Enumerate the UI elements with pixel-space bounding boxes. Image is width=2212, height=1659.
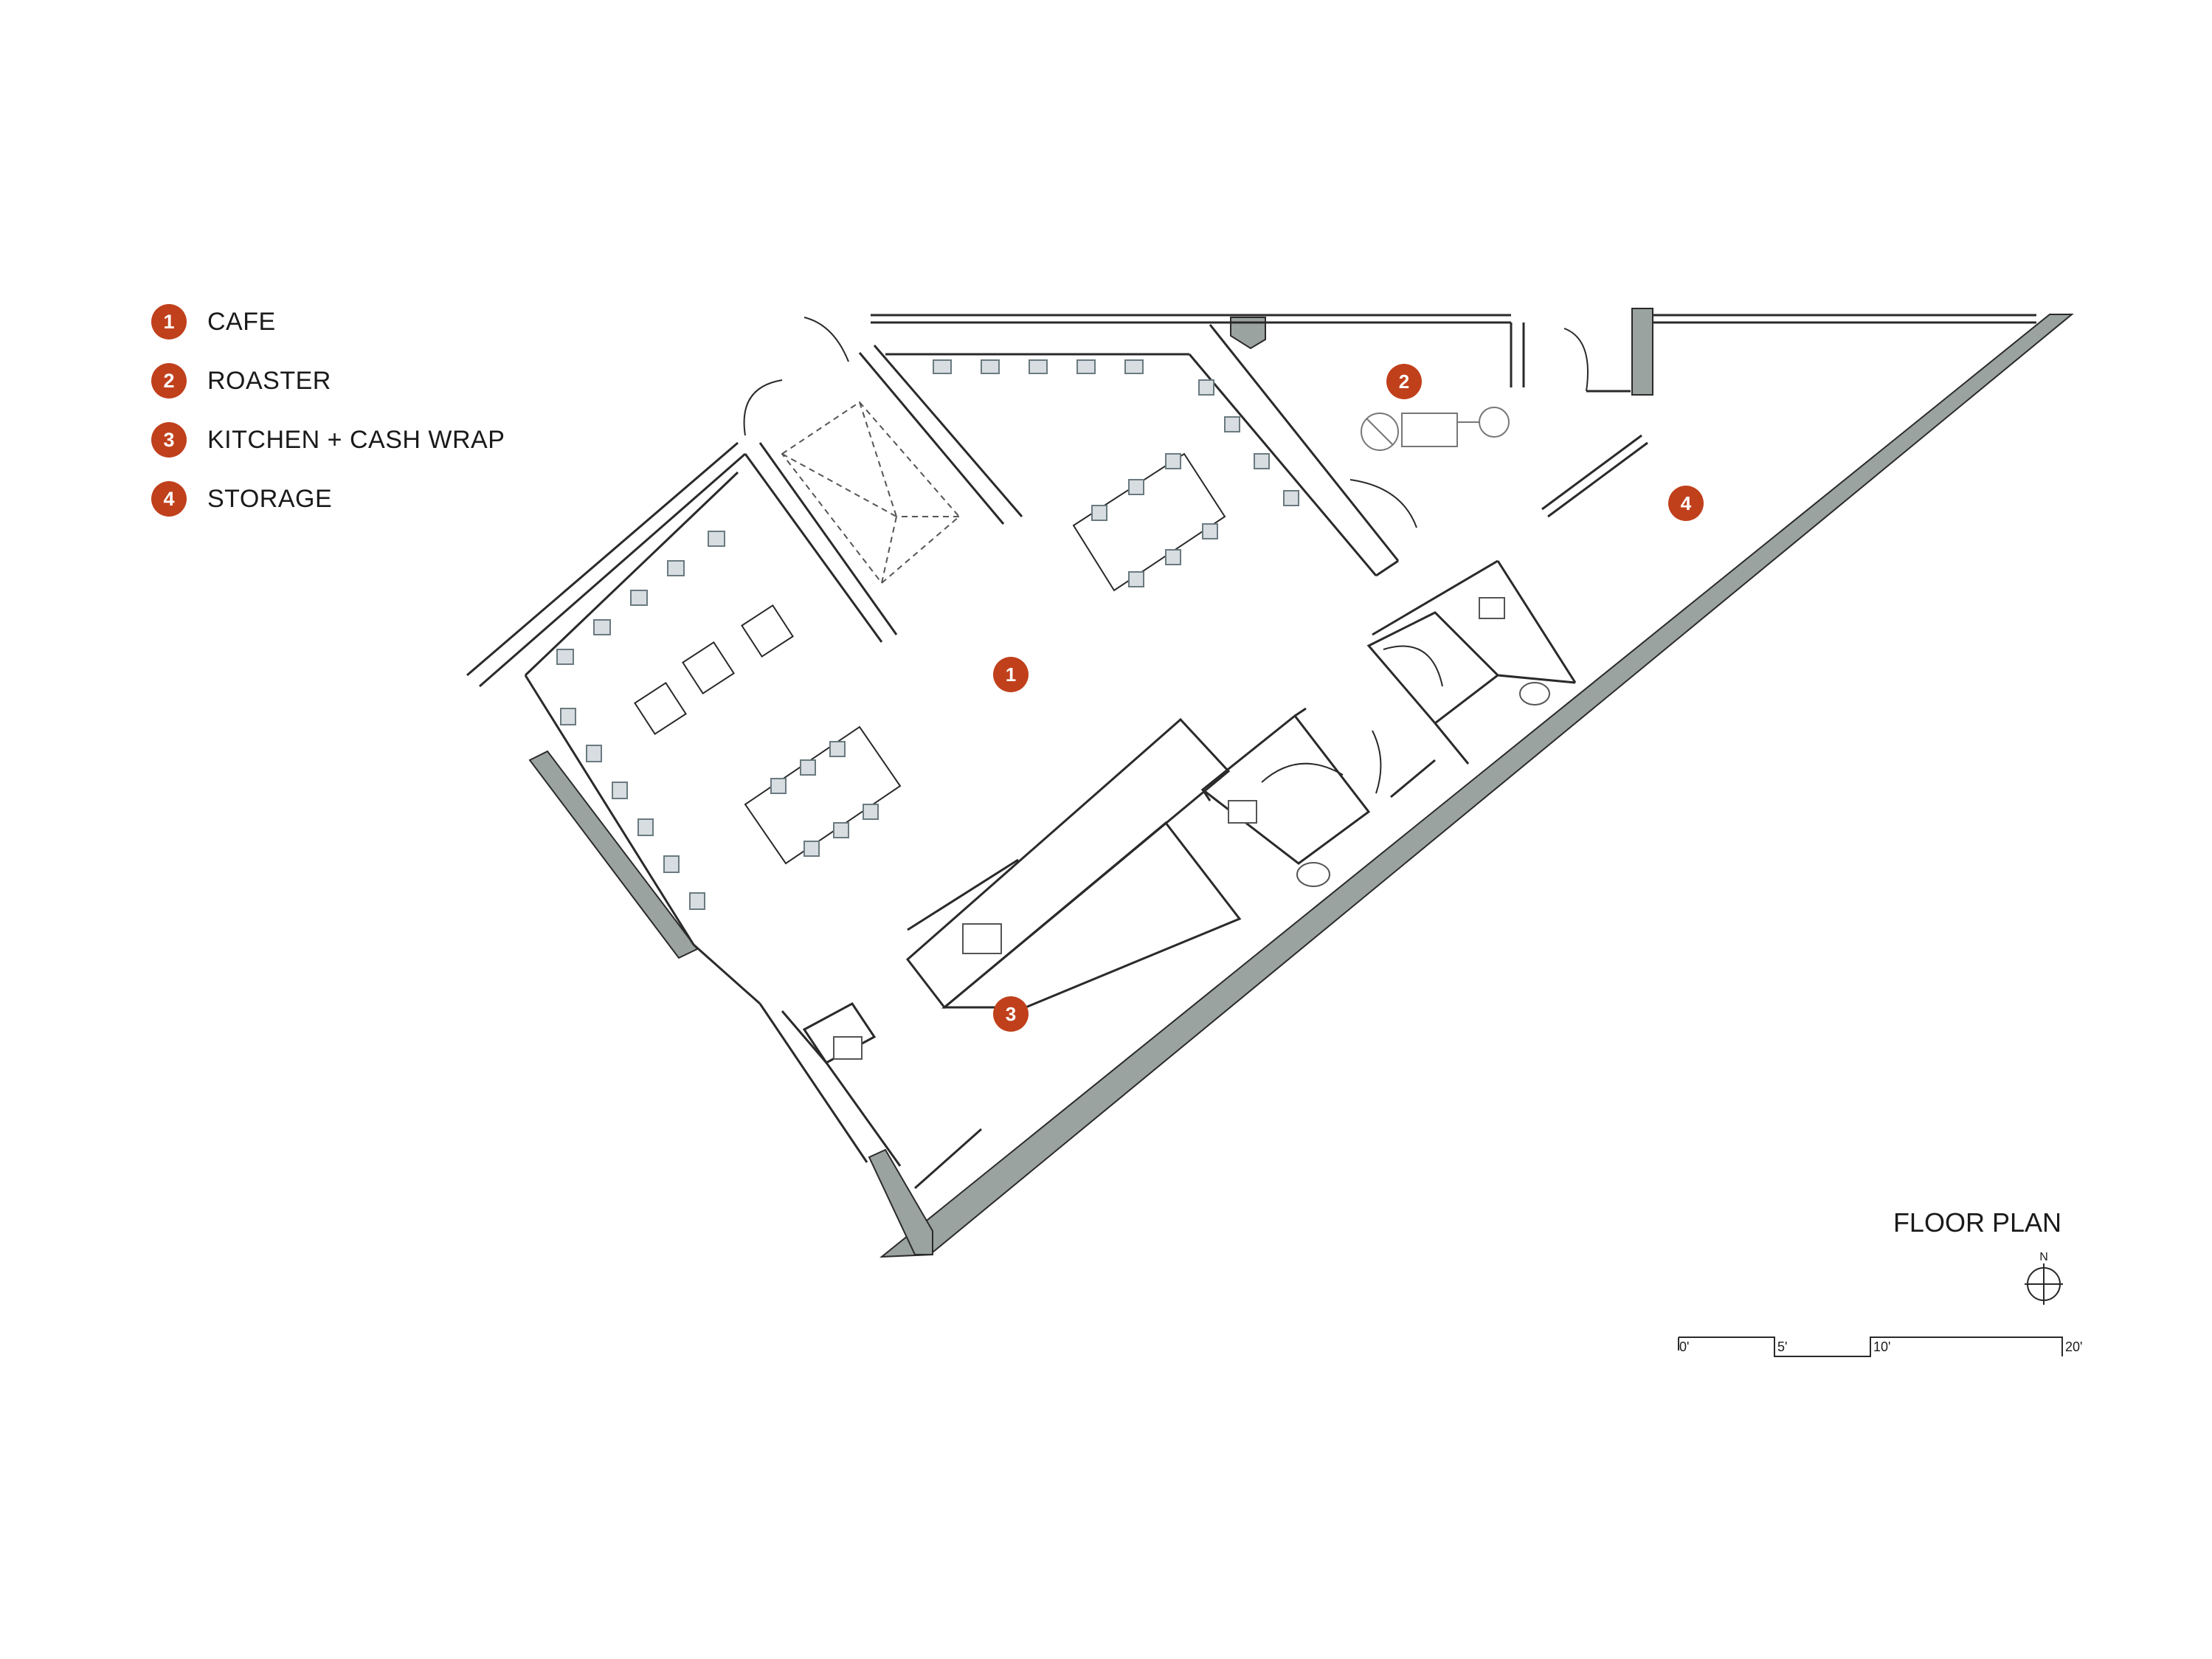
room-markers: 1 2 3 4 <box>993 364 1704 1032</box>
room-marker-label: 3 <box>1006 1003 1016 1025</box>
scale-bar <box>1678 1336 2063 1357</box>
plumbing-fixtures <box>833 597 1550 1060</box>
legend-item-cafe: 1 CAFE <box>151 304 505 339</box>
cafe-table <box>634 682 687 735</box>
north-label: N <box>2039 1251 2048 1263</box>
hand-sink-fixture <box>833 1036 863 1060</box>
toilet-fixture <box>1519 682 1550 706</box>
furniture-chairs <box>556 359 1299 910</box>
north-pier <box>1230 317 1266 350</box>
exterior-walls <box>528 308 2074 1258</box>
cafe-table <box>741 604 794 658</box>
legend-label: STORAGE <box>207 484 333 513</box>
interior-walls <box>466 314 2036 1190</box>
prep-sink-fixture <box>962 923 1002 954</box>
scale-label-0: 0' <box>1679 1339 1690 1354</box>
sink-fixture <box>1228 800 1257 824</box>
cafe-table <box>682 641 735 694</box>
communal-table-south <box>744 725 902 865</box>
legend-badge: 4 <box>151 481 187 517</box>
roaster-hopper <box>1479 407 1510 438</box>
north-arrow-icon: N <box>2025 1251 2063 1305</box>
communal-table-north <box>1072 452 1226 592</box>
legend-badge: 2 <box>151 363 187 399</box>
legend-badge: 1 <box>151 304 187 339</box>
plan-title: FLOOR PLAN <box>1893 1207 2061 1238</box>
room-marker-roaster: 2 <box>1386 364 1422 399</box>
room-marker-label: 2 <box>1399 370 1409 393</box>
room-marker-kitchen: 3 <box>993 996 1029 1032</box>
scale-label-5: 5' <box>1777 1339 1788 1354</box>
door-swings <box>743 317 1589 794</box>
roaster-equipment <box>1361 407 1510 451</box>
legend-item-storage: 4 STORAGE <box>151 481 505 517</box>
sink-fixture <box>1479 597 1505 619</box>
legend-label: CAFE <box>207 307 276 336</box>
skylight <box>781 401 961 584</box>
roaster-cooling-tray <box>1361 413 1399 451</box>
roaster-drum <box>1401 413 1458 447</box>
legend-badge: 3 <box>151 422 187 458</box>
legend-item-kitchen: 3 KITCHEN + CASH WRAP <box>151 422 505 458</box>
storage-pier <box>1631 308 1653 396</box>
south-corner-wall <box>868 1148 933 1255</box>
room-marker-label: 1 <box>1006 663 1016 686</box>
south-diagonal-wall <box>879 314 2074 1258</box>
furniture-tables <box>634 452 1226 865</box>
room-marker-storage: 4 <box>1668 486 1704 521</box>
legend-item-roaster: 2 ROASTER <box>151 363 505 399</box>
legend: 1 CAFE 2 ROASTER 3 KITCHEN + CASH WRAP 4… <box>151 304 505 540</box>
room-marker-cafe: 1 <box>993 657 1029 692</box>
toilet-fixture <box>1296 862 1330 887</box>
scale-label-10: 10' <box>1873 1339 1891 1354</box>
legend-label: ROASTER <box>207 366 331 395</box>
room-marker-label: 4 <box>1681 492 1692 514</box>
scale-label-20: 20' <box>2065 1339 2083 1354</box>
legend-label: KITCHEN + CASH WRAP <box>207 425 505 454</box>
